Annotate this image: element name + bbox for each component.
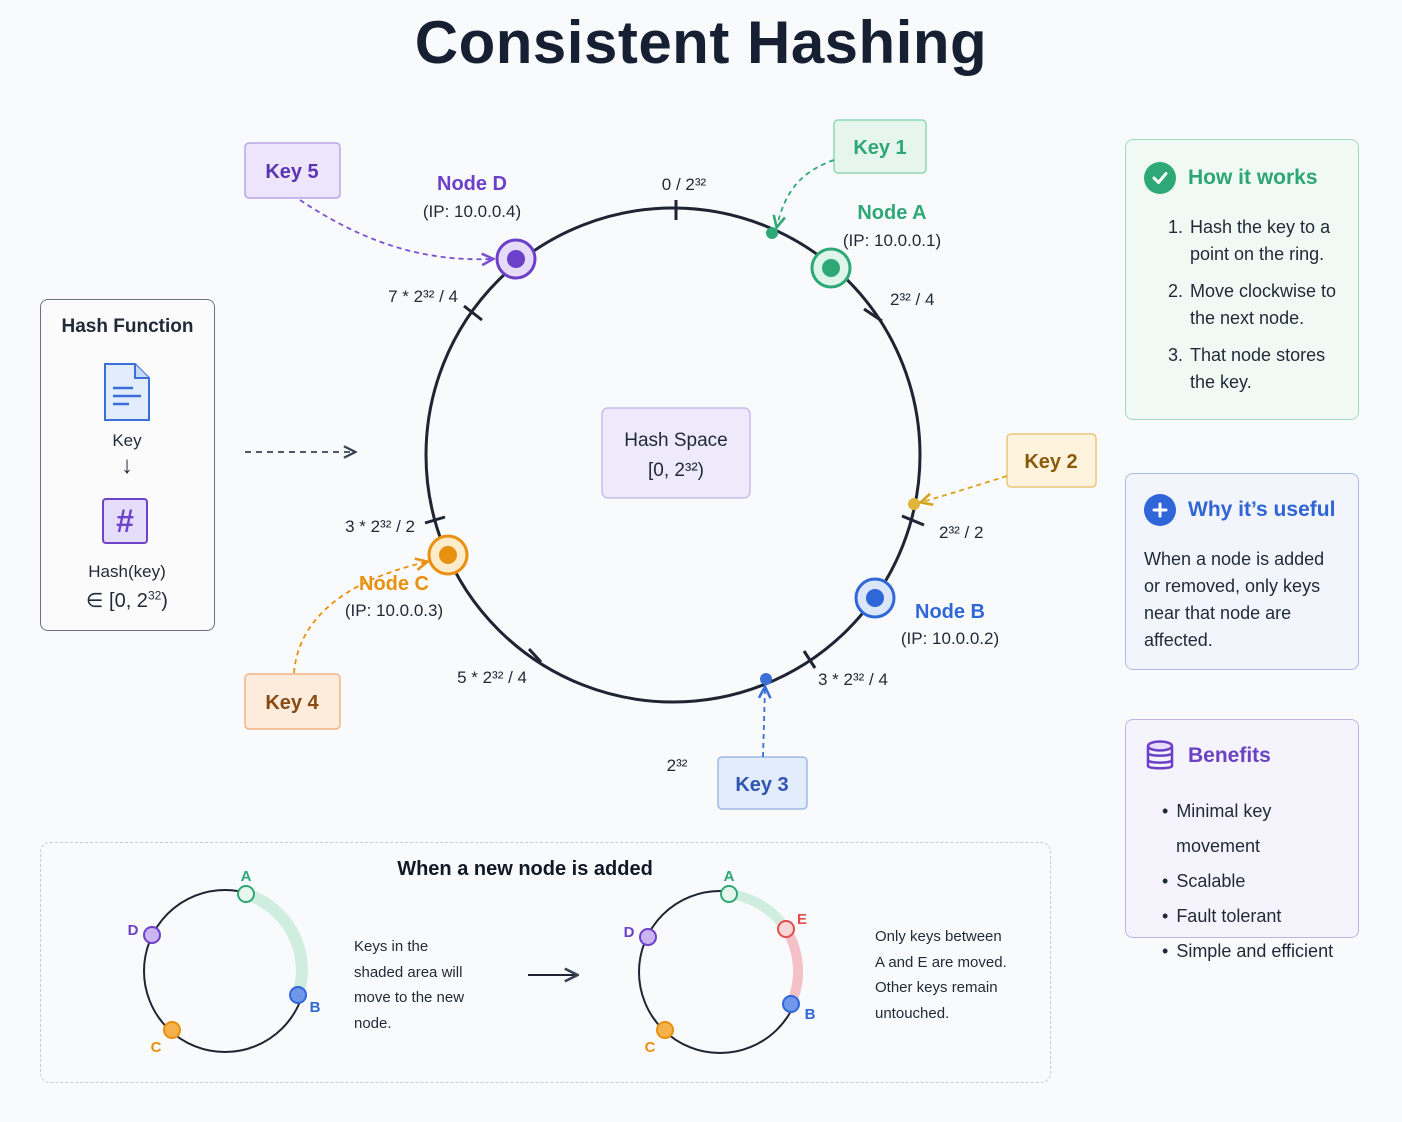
- small-ring-before-label-a: A: [241, 868, 252, 885]
- small-ring-after-label-c: C: [645, 1039, 656, 1056]
- key3-box[interactable]: Key 3: [717, 756, 808, 810]
- key1-label: Key 1: [853, 137, 906, 159]
- key2-dot: [908, 498, 920, 510]
- check-icon: [1144, 162, 1176, 194]
- small-ring-before: [143, 885, 308, 1053]
- key4-label: Key 4: [265, 692, 319, 714]
- benefit-item: Fault tolerant: [1176, 899, 1340, 934]
- small-ring-after-label-b: B: [805, 1006, 816, 1023]
- key3-arrow: [763, 688, 765, 758]
- page-title: Consistent Hashing: [414, 9, 988, 76]
- tick-label-quarter: 2³² / 4: [890, 290, 934, 309]
- plus-icon: [1144, 494, 1176, 526]
- tick-label-five-quarter: 5 * 2³² / 4: [457, 668, 527, 687]
- key2-arrow: [922, 475, 1008, 502]
- key5-box[interactable]: Key 5: [244, 142, 341, 199]
- how-it-works-step: Move clockwise to the next node.: [1188, 278, 1340, 332]
- how-it-works-steps: Hash the key to a point on the ring. Mov…: [1144, 214, 1340, 396]
- tick-label-three-half: 3 * 2³² / 2: [345, 517, 415, 536]
- node-a-name: Node A: [857, 202, 926, 224]
- hash-function-range: ∈ [0, 232): [86, 588, 168, 612]
- how-it-works-step: That node stores the key.: [1188, 342, 1340, 396]
- node-c-ip: (IP: 10.0.0.3): [345, 601, 443, 620]
- hash-ring: [424, 206, 922, 704]
- hash-function-name: Hash(key): [88, 562, 166, 581]
- key4-arrow: [293, 562, 426, 674]
- new-node-left-note: Keys in the shaded area will move to the…: [354, 938, 465, 1032]
- node-a-ip: (IP: 10.0.0.1): [843, 231, 941, 250]
- node-d-marker[interactable]: [495, 238, 537, 280]
- hash-function-key-label: Key: [112, 431, 142, 450]
- document-icon: [104, 363, 150, 421]
- hash-icon: #: [102, 498, 148, 544]
- small-ring-after-label-e: E: [797, 911, 807, 928]
- how-it-works-title: How it works: [1188, 166, 1318, 189]
- small-ring-before-label-d: D: [128, 922, 139, 939]
- hash-space-label: Hash Space: [624, 430, 728, 451]
- how-it-works-step: Hash the key to a point on the ring.: [1188, 214, 1340, 268]
- key5-label: Key 5: [265, 161, 318, 183]
- arrow-down-icon: ↓: [121, 452, 133, 479]
- key1-arrow: [777, 159, 835, 226]
- benefit-item: Minimal key movement: [1176, 794, 1340, 864]
- small-ring-before-label-c: C: [151, 1039, 162, 1056]
- hash-function-title: Hash Function: [61, 316, 194, 337]
- tick-label-three-quarter: 3 * 2³² / 4: [818, 670, 888, 689]
- small-ring-after: [638, 885, 804, 1054]
- key1-box[interactable]: Key 1: [833, 119, 927, 174]
- benefit-item: Simple and efficient: [1176, 934, 1340, 969]
- benefits-list: Minimal key movement Scalable Fault tole…: [1144, 794, 1340, 969]
- node-b-ip: (IP: 10.0.0.2): [901, 629, 999, 648]
- hash-space-range: [0, 2³²): [648, 460, 704, 481]
- new-node-right-note: Only keys between A and E are moved. Oth…: [875, 928, 1007, 1022]
- tick-label-seven-quarter: 7 * 2³² / 4: [388, 287, 458, 306]
- how-it-works-panel: How it works Hash the key to a point on …: [1125, 139, 1359, 420]
- key3-dot: [760, 673, 772, 685]
- benefits-panel: Benefits Minimal key movement Scalable F…: [1125, 719, 1359, 961]
- node-b-name: Node B: [915, 601, 985, 623]
- small-ring-after-label-d: D: [624, 924, 635, 941]
- why-useful-title: Why it’s useful: [1188, 498, 1336, 521]
- small-ring-after-label-a: A: [724, 868, 735, 885]
- tick-label-top: 0 / 2³²: [662, 175, 707, 194]
- small-ring-before-label-b: B: [310, 999, 321, 1016]
- benefits-title: Benefits: [1188, 744, 1271, 767]
- why-useful-panel: Why it’s useful When a node is added or …: [1125, 473, 1359, 670]
- key4-box[interactable]: Key 4: [244, 673, 341, 730]
- tick-label-bottom: 2³²: [667, 756, 688, 775]
- node-c-marker[interactable]: [427, 534, 469, 576]
- key2-label: Key 2: [1024, 451, 1077, 473]
- new-node-title: When a new node is added: [397, 858, 653, 880]
- node-b-marker[interactable]: [854, 577, 896, 619]
- node-d-name: Node D: [437, 173, 507, 195]
- node-d-ip: (IP: 10.0.0.4): [423, 202, 521, 221]
- node-a-marker[interactable]: [810, 247, 852, 289]
- tick-label-half: 2³² / 2: [939, 523, 983, 542]
- node-c-name: Node C: [359, 573, 429, 595]
- ring-ticks: [424, 200, 925, 669]
- key5-arrow: [299, 199, 492, 259]
- key1-dot: [766, 227, 778, 239]
- hash-space-box: [601, 407, 751, 499]
- benefit-item: Scalable: [1176, 864, 1340, 899]
- key2-box[interactable]: Key 2: [1006, 433, 1097, 488]
- new-node-section: [40, 842, 1051, 1083]
- why-useful-text: When a node is added or removed, only ke…: [1144, 549, 1325, 650]
- key3-label: Key 3: [735, 774, 788, 796]
- hash-function-panel: Hash Function Key ↓ # Hash(key) ∈ [0, 23…: [40, 299, 215, 631]
- database-icon: [1144, 740, 1176, 772]
